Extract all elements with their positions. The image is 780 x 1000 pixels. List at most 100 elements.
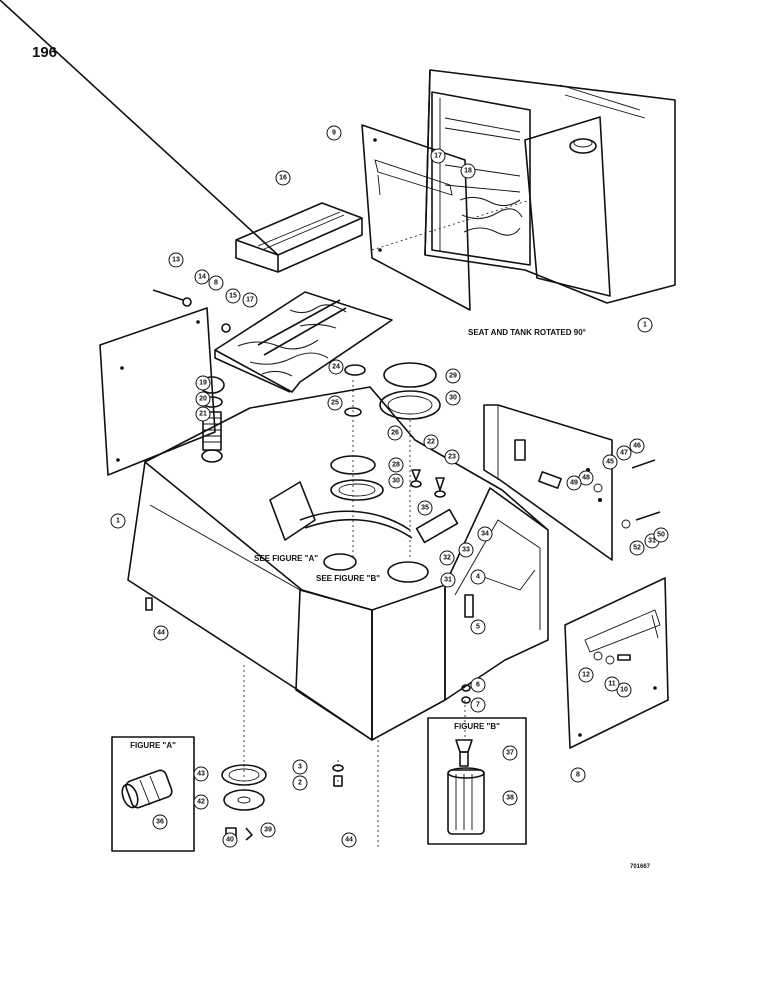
callout-number: 25 (331, 400, 339, 407)
callout-c1-top: 1 (637, 317, 653, 333)
callout-number: 8 (214, 280, 218, 287)
callout-circle (110, 513, 126, 529)
callout-c43: 43 (193, 766, 209, 782)
callout-c28: 28 (388, 457, 404, 473)
callout-c23: 23 (444, 449, 460, 465)
callout-bubbles: 1123456788910111213141516171718192021222… (110, 125, 669, 848)
seat-tank-rotated-caption: SEAT AND TANK ROTATED 90° (468, 328, 586, 337)
callout-number: 17 (434, 153, 442, 160)
callout-circle (194, 269, 210, 285)
callout-number: 36 (156, 819, 164, 826)
callout-number: 11 (608, 681, 616, 688)
callout-c26: 26 (387, 425, 403, 441)
callout-c52: 52 (629, 540, 645, 556)
main-fuel-tank (127, 199, 549, 850)
callout-c39: 39 (260, 822, 276, 838)
callout-number: 48 (582, 475, 590, 482)
callout-c20: 20 (195, 391, 211, 407)
callout-c49: 49 (566, 475, 582, 491)
callout-number: 49 (570, 480, 578, 487)
callout-circle (327, 395, 343, 411)
callout-c16: 16 (275, 170, 291, 186)
callout-circle (502, 745, 518, 761)
callout-c4: 4 (470, 569, 486, 585)
callout-number: 35 (421, 505, 429, 512)
callout-number: 5 (476, 624, 480, 631)
callout-c40: 40 (222, 832, 238, 848)
callout-circle (629, 438, 645, 454)
seat-board (214, 291, 393, 393)
callout-circle (502, 790, 518, 806)
callout-number: 23 (448, 454, 456, 461)
callout-c46: 46 (629, 438, 645, 454)
mounting-plate (483, 404, 661, 561)
figure-a-box: FIGURE "A" (111, 736, 195, 852)
callout-circle (570, 767, 586, 783)
callout-number: 13 (172, 257, 180, 264)
drawing-code: 701667 (630, 864, 651, 870)
callout-circle (470, 677, 486, 693)
callout-circle (460, 163, 476, 179)
callout-number: 37 (506, 750, 514, 757)
callout-number: 44 (157, 630, 165, 637)
callout-number: 33 (462, 547, 470, 554)
callout-circle (444, 449, 460, 465)
callout-c22: 22 (423, 434, 439, 450)
callout-number: 16 (279, 175, 287, 182)
callout-circle (193, 794, 209, 810)
callout-circle (242, 292, 258, 308)
callout-c44-left: 44 (153, 625, 169, 641)
seat-tank-rotated-assembly (424, 69, 676, 304)
callout-number: 26 (391, 430, 399, 437)
callout-circle (387, 425, 403, 441)
callout-number: 2 (298, 780, 302, 787)
callout-number: 52 (633, 545, 641, 552)
callout-c24: 24 (328, 359, 344, 375)
callout-circle (439, 550, 455, 566)
callout-c15: 15 (225, 288, 241, 304)
callout-c18-top: 18 (460, 163, 476, 179)
callout-circle (637, 317, 653, 333)
callout-circle (208, 275, 224, 291)
callout-c9: 9 (326, 125, 342, 141)
callout-c1-left: 1 (110, 513, 126, 529)
figure-b-title: FIGURE "B" (454, 722, 500, 731)
callout-number: 42 (197, 799, 205, 806)
callout-number: 21 (199, 411, 207, 418)
callout-number: 20 (199, 396, 207, 403)
right-side-panel (564, 577, 669, 749)
callout-number: 31 (648, 538, 656, 545)
callout-circle (602, 454, 618, 470)
callout-circle (440, 572, 456, 588)
callout-number: 47 (620, 450, 628, 457)
callout-c32: 32 (439, 550, 455, 566)
callout-circle (616, 445, 632, 461)
callout-circle (470, 569, 486, 585)
callout-number: 17 (246, 297, 254, 304)
callout-circle (341, 832, 357, 848)
callout-number: 38 (506, 795, 514, 802)
callout-circle (458, 542, 474, 558)
callout-c25: 25 (327, 395, 343, 411)
callout-circle (423, 434, 439, 450)
loose-hardware (332, 651, 631, 787)
callout-circle (604, 676, 620, 692)
callout-c13: 13 (168, 252, 184, 268)
callout-number: 50 (657, 532, 665, 539)
callout-number: 4 (476, 574, 480, 581)
callout-circle (275, 170, 291, 186)
callout-number: 10 (620, 687, 628, 694)
figure-b-box: FIGURE "B" (427, 717, 527, 845)
callout-c50: 50 (653, 527, 669, 543)
callout-circle (445, 368, 461, 384)
callout-number: 14 (198, 274, 206, 281)
callout-c19: 19 (195, 375, 211, 391)
callout-c38: 38 (502, 790, 518, 806)
callout-circle (629, 540, 645, 556)
callout-number: 15 (229, 293, 237, 300)
callout-c10: 10 (616, 682, 632, 698)
callout-number: 6 (476, 682, 480, 689)
callout-circle (470, 697, 486, 713)
callout-c7: 7 (470, 697, 486, 713)
